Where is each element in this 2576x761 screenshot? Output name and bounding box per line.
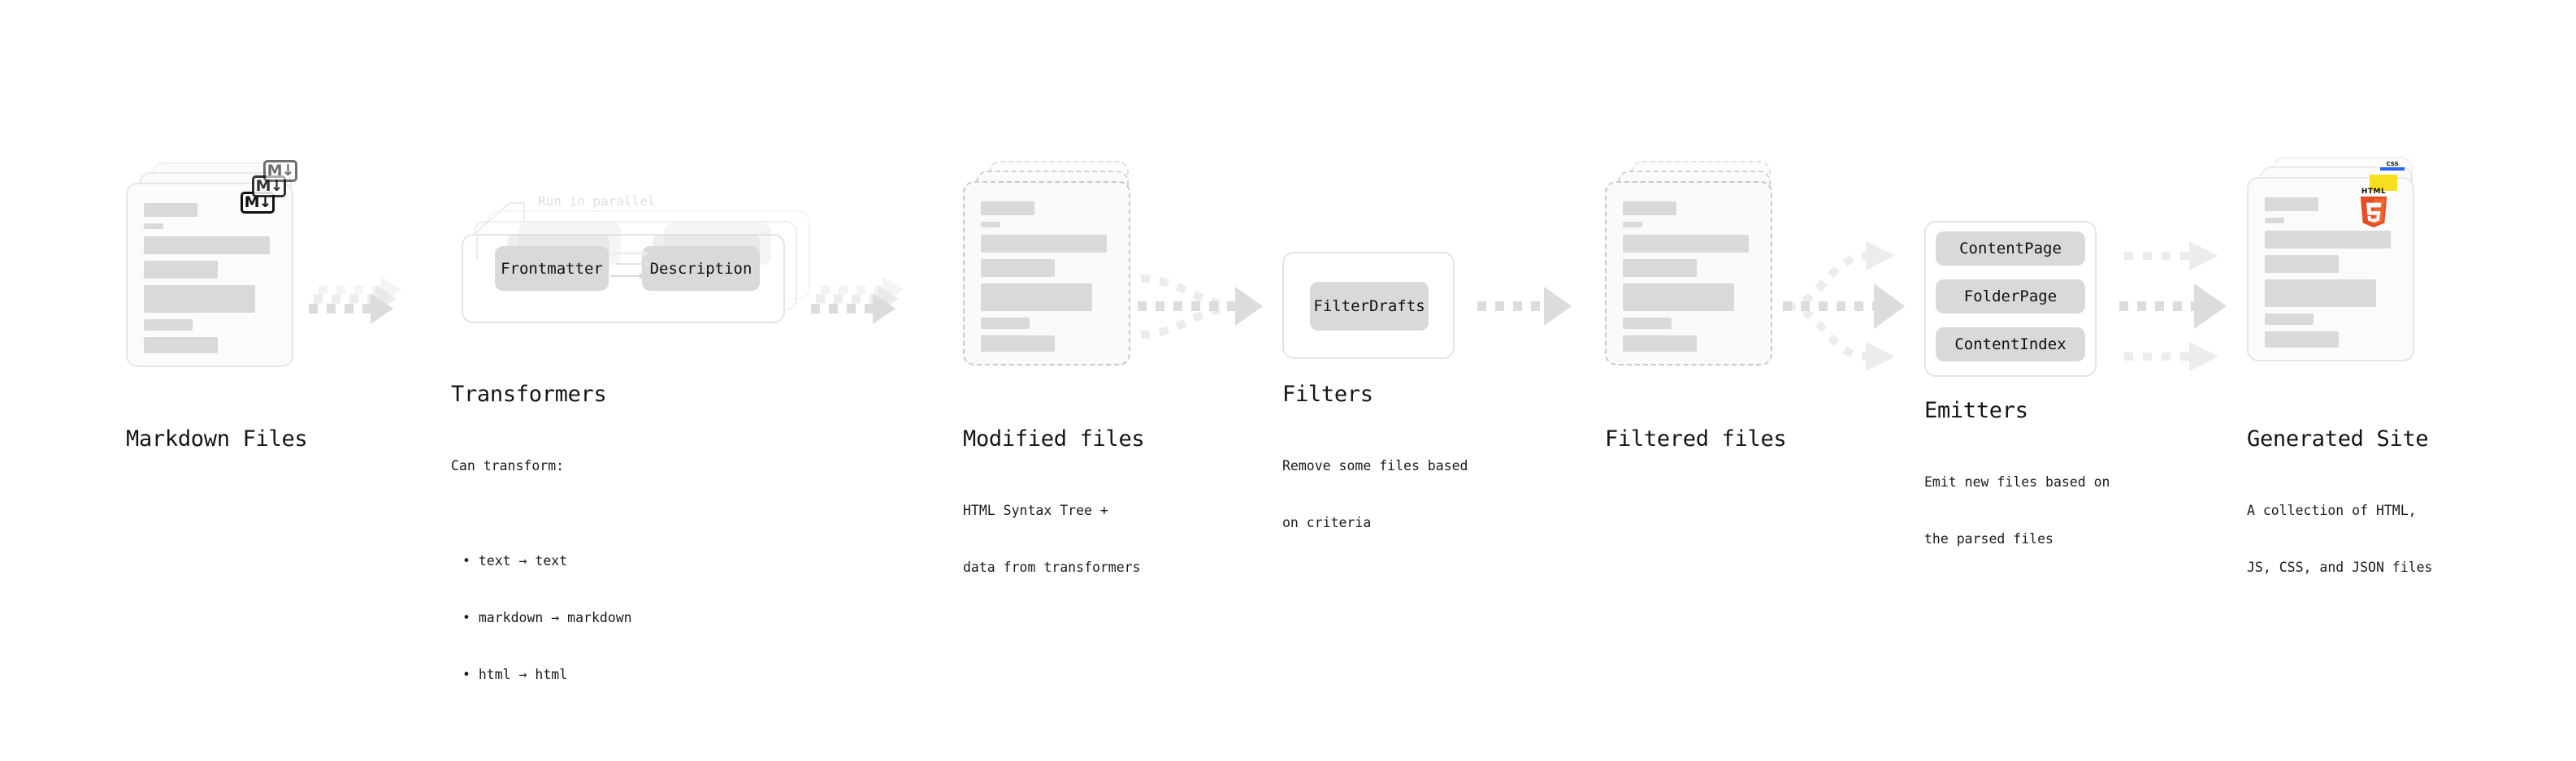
filter-item-filterdrafts[interactable]: FilterDrafts bbox=[1310, 282, 1429, 331]
transform-intro: Can transform: bbox=[451, 457, 565, 473]
connector-transformers-to-modified bbox=[816, 285, 899, 313]
caption-title-filters: Filters bbox=[1282, 382, 1373, 407]
caption-title-modified-files: Modified files bbox=[963, 426, 1145, 452]
caption-sub-line: Remove some files based bbox=[1282, 457, 1468, 473]
html5-icon: HTML bbox=[2356, 188, 2392, 231]
skeleton-bar bbox=[2265, 218, 2284, 223]
css-icon-bar bbox=[2380, 167, 2405, 171]
css-icon-label: CSS bbox=[2386, 161, 2399, 167]
connector-emitters-to-site bbox=[2119, 241, 2227, 371]
transformer-item-frontmatter[interactable]: Frontmatter bbox=[495, 246, 609, 291]
connector-filtered-to-emitters-head bbox=[1866, 241, 1895, 270]
skeleton-bar bbox=[1623, 222, 1642, 227]
doc-card-front bbox=[126, 183, 293, 367]
connector-filtered-to-emitters bbox=[1783, 252, 1874, 361]
emitter-item-contentindex[interactable]: ContentIndex bbox=[1936, 327, 2085, 361]
caption-sub-transformers: Can transform: text → text markdown → ma… bbox=[451, 418, 632, 761]
doc-card-front bbox=[1605, 181, 1772, 365]
caption-title-transformers: Transformers bbox=[451, 382, 607, 407]
caption-sub-filters: Remove some files based on criteria bbox=[1282, 418, 1468, 570]
connector-modified-to-filters bbox=[1138, 275, 1235, 339]
skeleton-bar bbox=[981, 259, 1055, 277]
connector-transformers-to-modified bbox=[811, 293, 896, 324]
transform-bullet: markdown → markdown bbox=[462, 608, 632, 627]
connector-modified-to-filters-head bbox=[1235, 287, 1263, 326]
pipeline-diagram: M↓ M↓ M↓ Markdown Files Frontmatter Desc… bbox=[0, 0, 2576, 681]
transform-bullet-list: text → text markdown → markdown html → h… bbox=[451, 513, 632, 723]
caption-sub-line: A collection of HTML, bbox=[2247, 502, 2417, 518]
skeleton-bar bbox=[2265, 313, 2314, 325]
connector-filtered-to-emitters-head bbox=[1874, 283, 1905, 329]
doc-card-front bbox=[2247, 177, 2414, 361]
emitter-item-contentpage[interactable]: ContentPage bbox=[1936, 231, 2085, 266]
caption-sub-emitters: Emit new files based on the parsed files bbox=[1924, 435, 2110, 586]
skeleton-bar bbox=[981, 335, 1055, 352]
transformer-item-description[interactable]: Description bbox=[642, 246, 760, 291]
caption-sub-generated-site: A collection of HTML, JS, CSS, and JSON … bbox=[2247, 463, 2432, 615]
skeleton-bar bbox=[1623, 235, 1749, 253]
caption-sub-line: JS, CSS, and JSON files bbox=[2247, 560, 2433, 576]
transform-bullet: text → text bbox=[462, 551, 632, 570]
doc-card-front bbox=[963, 181, 1130, 365]
caption-sub-line: on criteria bbox=[1282, 515, 1372, 531]
skeleton-bar bbox=[2265, 255, 2339, 273]
connector-filters-to-filtered bbox=[1477, 287, 1572, 326]
skeleton-bar bbox=[981, 235, 1107, 253]
skeleton-bar bbox=[144, 236, 270, 254]
skeleton-bar bbox=[144, 285, 255, 313]
skeleton-bar bbox=[981, 318, 1030, 329]
skeleton-bar bbox=[2265, 231, 2391, 249]
css-icon: CSS bbox=[2380, 161, 2405, 171]
caption-title-emitters: Emitters bbox=[1924, 398, 2028, 423]
caption-sub-line: data from transformers bbox=[963, 560, 1141, 576]
skeleton-bar bbox=[981, 222, 1000, 227]
annotation-run-in-parallel: Run in parallel bbox=[538, 193, 656, 209]
skeleton-bar bbox=[1623, 201, 1676, 215]
caption-title-generated-site: Generated Site bbox=[2247, 426, 2429, 452]
caption-sub-line: Emit new files based on bbox=[1924, 473, 2110, 490]
html5-icon-label: HTML bbox=[2361, 188, 2387, 196]
js-icon bbox=[2370, 175, 2397, 191]
skeleton-bar bbox=[144, 203, 197, 217]
skeleton-bar bbox=[1623, 318, 1672, 329]
connector-markdown-to-transformers bbox=[319, 276, 401, 304]
caption-sub-modified-files: HTML Syntax Tree + data from transformer… bbox=[963, 463, 1141, 615]
connector-markdown-to-transformers bbox=[314, 285, 397, 313]
caption-sub-line: HTML Syntax Tree + bbox=[963, 502, 1108, 518]
skeleton-bar bbox=[2265, 197, 2318, 211]
caption-sub-line: the parsed files bbox=[1924, 531, 2053, 547]
emitter-item-folderpage[interactable]: FolderPage bbox=[1936, 279, 2085, 313]
skeleton-bar bbox=[144, 337, 218, 353]
skeleton-bar bbox=[144, 261, 218, 279]
skeleton-bar bbox=[1623, 335, 1697, 352]
connector-filtered-to-emitters-head bbox=[1866, 342, 1895, 371]
connector-transformers-to-modified bbox=[821, 276, 904, 304]
skeleton-bar bbox=[144, 319, 193, 331]
caption-title-filtered-files: Filtered files bbox=[1605, 426, 1787, 452]
markdown-icon: M↓ bbox=[263, 160, 297, 182]
skeleton-bar bbox=[144, 223, 163, 229]
skeleton-bar bbox=[2265, 279, 2376, 307]
html5-shield bbox=[2360, 197, 2387, 228]
skeleton-bar bbox=[2265, 331, 2339, 348]
skeleton-bar bbox=[981, 283, 1092, 311]
transform-bullet: html → html bbox=[462, 665, 632, 684]
skeleton-bar bbox=[1623, 259, 1697, 277]
caption-title-markdown-files: Markdown Files bbox=[126, 426, 308, 452]
connector-markdown-to-transformers bbox=[309, 293, 393, 324]
skeleton-bar bbox=[981, 201, 1034, 215]
skeleton-bar bbox=[1623, 283, 1734, 311]
